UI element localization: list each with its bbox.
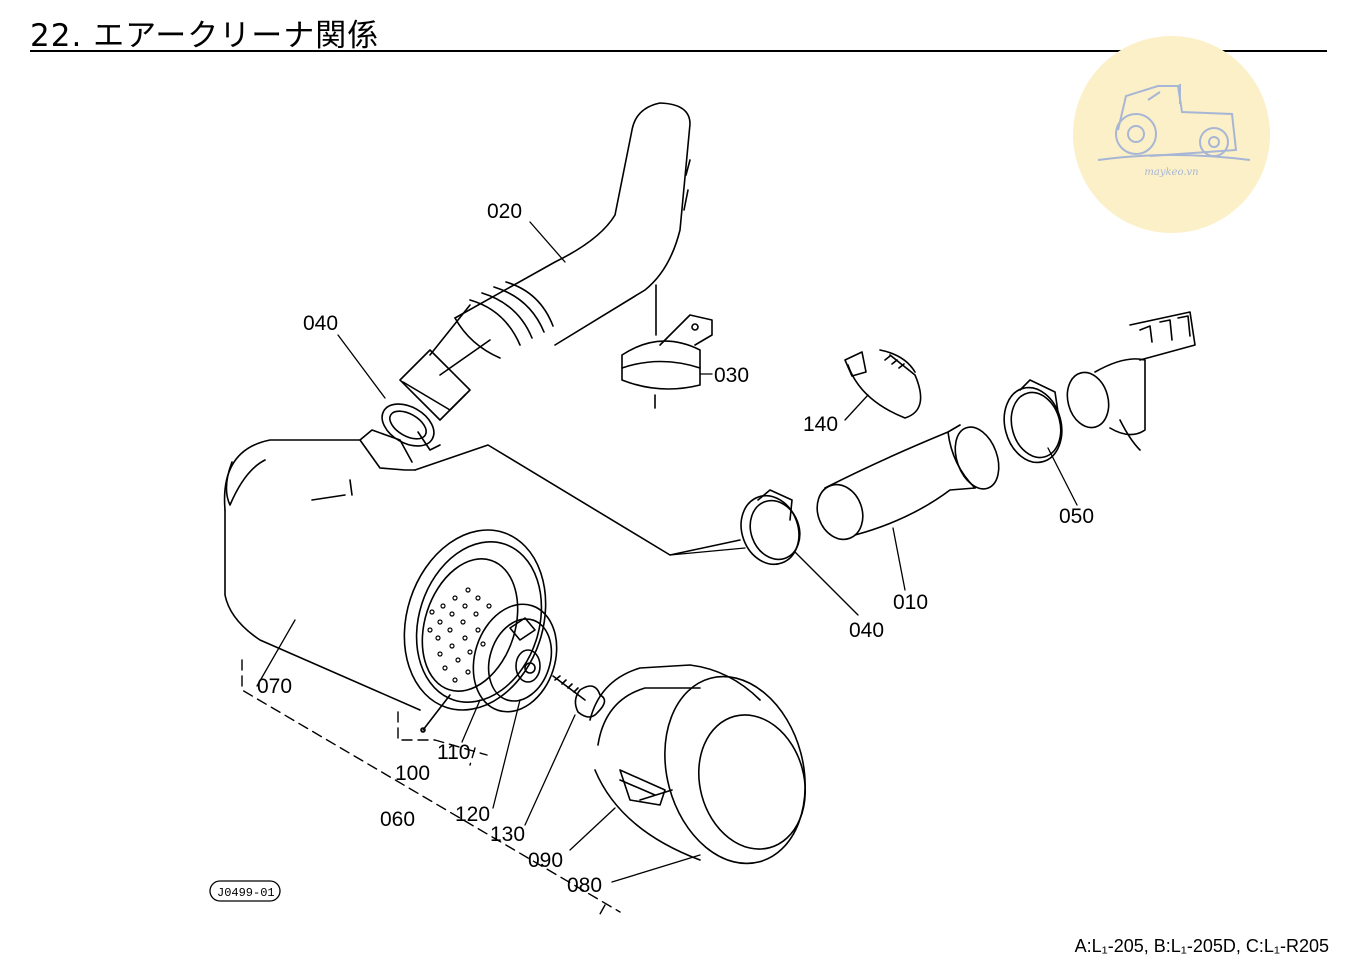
clamp-050: [1003, 379, 1063, 464]
label-040-upper: 040: [303, 312, 338, 335]
group-brackets: [241, 659, 621, 915]
wing-nut-120: [552, 675, 606, 718]
page-title: 22. エアークリーナ関係: [30, 18, 380, 54]
label-020: 020: [487, 200, 522, 223]
label-040-lower: 040: [849, 619, 884, 642]
label-080: 080: [567, 874, 602, 897]
figure-code: J0499-01: [217, 886, 275, 900]
label-060: 060: [380, 808, 415, 831]
label-120: 130: [490, 823, 525, 846]
cleaner-body-070: [223, 429, 741, 711]
label-090: 090: [528, 849, 563, 872]
label-100: 100: [395, 762, 430, 785]
engine-intake-stub: [1066, 311, 1196, 451]
filter-element-110: [420, 558, 558, 733]
leader-lines: [256, 221, 1078, 883]
title-underline: [30, 50, 1327, 52]
label-110: 110: [437, 741, 470, 764]
clamp-040-lower: [740, 489, 801, 566]
label-130: 120: [455, 803, 490, 826]
figure-code-box: [209, 880, 281, 902]
model-applicability-note: A:L₁-205, B:L₁-205D, C:L₁-R205: [1074, 936, 1329, 956]
label-030: 030: [714, 364, 749, 387]
label-070: 070: [257, 675, 292, 698]
pipe-bracket-030: [621, 284, 713, 409]
hose-010: [816, 424, 1000, 541]
watermark-text: maykeo.vn: [1144, 167, 1199, 178]
label-140: 140: [803, 413, 838, 436]
band-140: [844, 349, 922, 419]
clamp-040-upper: [381, 403, 441, 451]
intake-pipe-020: [399, 102, 691, 421]
cap-080: [589, 664, 807, 865]
label-050: 050: [1059, 505, 1094, 528]
label-010: 010: [893, 591, 928, 614]
